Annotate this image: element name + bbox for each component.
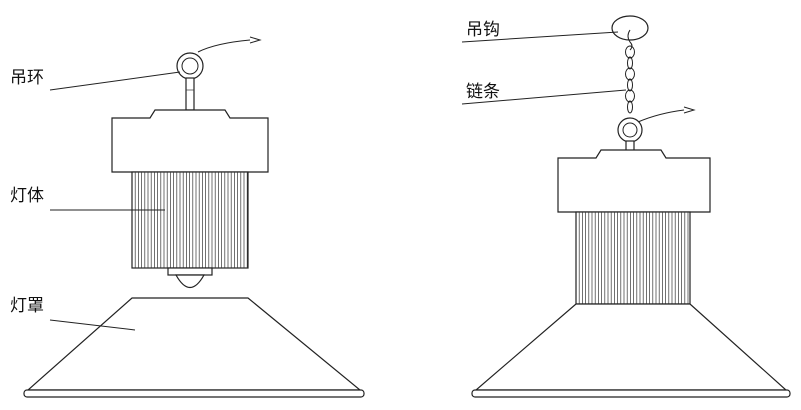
right-lamp [471, 15, 791, 398]
label-hook: 吊钩 [466, 20, 500, 40]
right-reflector-shade [474, 303, 788, 391]
leader-hook [461, 31, 619, 43]
left-reflector-rim [23, 389, 365, 398]
label-shade: 灯罩 [10, 296, 44, 316]
right-reflector-rim [471, 389, 791, 398]
chain-link [625, 45, 635, 59]
left-lens-ring [167, 267, 213, 276]
label-chain: 链条 [466, 82, 500, 102]
label-ring: 吊环 [10, 68, 44, 88]
right-cable-end [683, 106, 696, 114]
leader-chain [461, 89, 627, 105]
right-heatsink-fins [578, 212, 689, 304]
left-reflector-shade [26, 297, 362, 391]
leader-ring [49, 71, 181, 91]
chain-link [627, 100, 633, 114]
right-chain [625, 45, 635, 122]
right-driver-housing [557, 149, 711, 213]
chain-link [627, 78, 633, 92]
left-heatsink [131, 171, 249, 269]
left-hanging-ring [176, 52, 204, 80]
left-cable [197, 39, 251, 53]
right-hook [627, 29, 633, 51]
chain-link [625, 67, 635, 81]
label-body: 灯体 [10, 186, 44, 206]
leader-shade [49, 319, 136, 331]
right-ceiling-plate [611, 15, 649, 41]
right-cable [637, 109, 685, 123]
right-hanging-ring [617, 117, 643, 143]
right-hanging-ring-inner [622, 122, 638, 138]
left-hanging-ring-inner [181, 57, 199, 75]
left-rod [185, 77, 195, 111]
chain-link [625, 89, 635, 103]
left-heatsink-fins [134, 172, 248, 268]
left-lamp [23, 36, 365, 398]
left-driver-housing [111, 109, 269, 173]
left-lens [174, 274, 206, 289]
right-heatsink [575, 211, 691, 305]
chain-link [627, 56, 633, 70]
left-cable-end [249, 36, 262, 44]
